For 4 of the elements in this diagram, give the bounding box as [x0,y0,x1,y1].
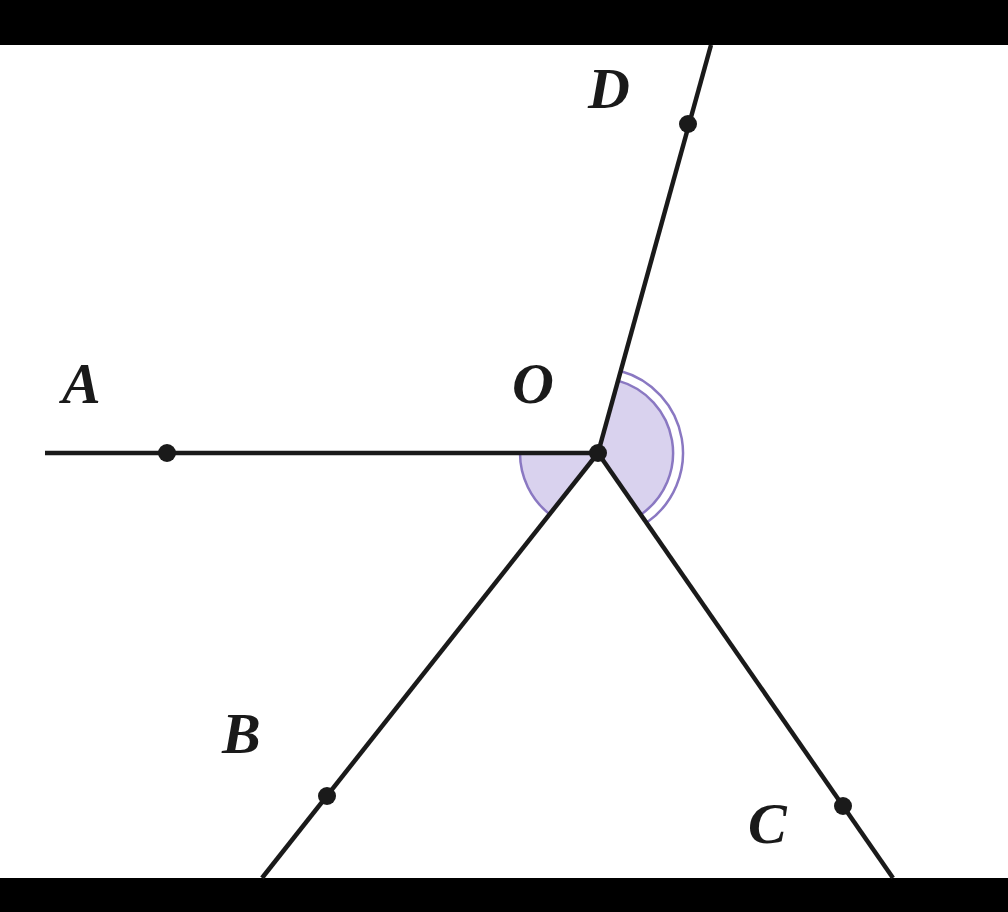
point-label: C [748,795,787,853]
point-label: B [222,705,261,763]
point-label: D [588,60,630,118]
point-label: O [512,355,554,413]
